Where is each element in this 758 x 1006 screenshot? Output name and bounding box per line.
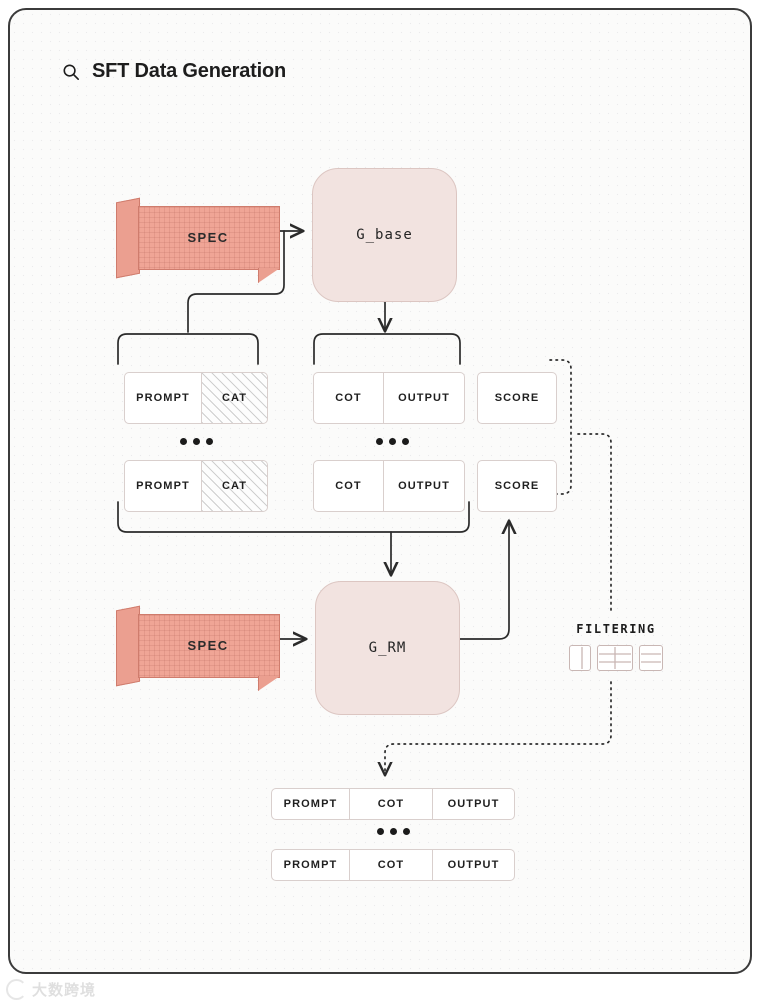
watermark: 大数跨境 xyxy=(6,979,96,1000)
watermark-logo-icon xyxy=(6,979,27,1000)
cell-output: OUTPUT xyxy=(384,372,465,424)
spec-label: SPEC xyxy=(187,637,229,653)
diagram-card: SFT Data Generation xyxy=(8,8,752,974)
page-title-text: SFT Data Generation xyxy=(92,60,287,82)
cell-cat: CAT xyxy=(202,460,268,512)
page-title: SFT Data Generation xyxy=(62,60,286,83)
spec-label: SPEC xyxy=(187,229,229,245)
spec-body xyxy=(138,614,280,678)
cell-output: OUTPUT xyxy=(384,460,465,512)
node-g-base[interactable]: G_base xyxy=(312,168,457,302)
output-row-1: PROMPT COT OUTPUT xyxy=(271,788,515,820)
cell-score-2: SCORE xyxy=(477,460,557,512)
spec-document-bottom: SPEC xyxy=(116,605,286,694)
generation-group-ellipsis xyxy=(376,438,409,445)
filtering-icons xyxy=(557,645,675,671)
output-group-ellipsis xyxy=(377,828,410,835)
cell-cot: COT xyxy=(313,372,384,424)
cell-cat: CAT xyxy=(202,372,268,424)
cell-output: OUTPUT xyxy=(433,788,515,820)
spec-body xyxy=(138,206,280,270)
cell-prompt: PROMPT xyxy=(271,788,350,820)
cell-prompt: PROMPT xyxy=(124,460,202,512)
table-rows-icon xyxy=(639,645,663,671)
cell-score-1: SCORE xyxy=(477,372,557,424)
cell-prompt: PROMPT xyxy=(271,849,350,881)
prompt-row-1: PROMPT CAT xyxy=(124,372,268,424)
cell-prompt: PROMPT xyxy=(124,372,202,424)
spec-document-top: SPEC xyxy=(116,197,286,286)
table-single-column-icon xyxy=(569,645,591,671)
spec-tab xyxy=(116,197,140,279)
filtering-block: FILTERING xyxy=(557,622,675,671)
spec-fold xyxy=(258,268,280,283)
filtering-caption: FILTERING xyxy=(576,622,656,636)
cell-cot: COT xyxy=(350,849,433,881)
table-grid-icon xyxy=(597,645,633,671)
watermark-text: 大数跨境 xyxy=(32,982,97,999)
spec-fold xyxy=(258,676,280,691)
generation-row-2: COT OUTPUT xyxy=(313,460,465,512)
prompt-group-ellipsis xyxy=(180,438,213,445)
cell-output: OUTPUT xyxy=(433,849,515,881)
search-icon xyxy=(62,63,80,81)
prompt-row-2: PROMPT CAT xyxy=(124,460,268,512)
output-row-2: PROMPT COT OUTPUT xyxy=(271,849,515,881)
generation-row-1: COT OUTPUT xyxy=(313,372,465,424)
node-g-rm[interactable]: G_RM xyxy=(315,581,460,715)
cell-cot: COT xyxy=(313,460,384,512)
spec-tab xyxy=(116,605,140,687)
cell-cot: COT xyxy=(350,788,433,820)
